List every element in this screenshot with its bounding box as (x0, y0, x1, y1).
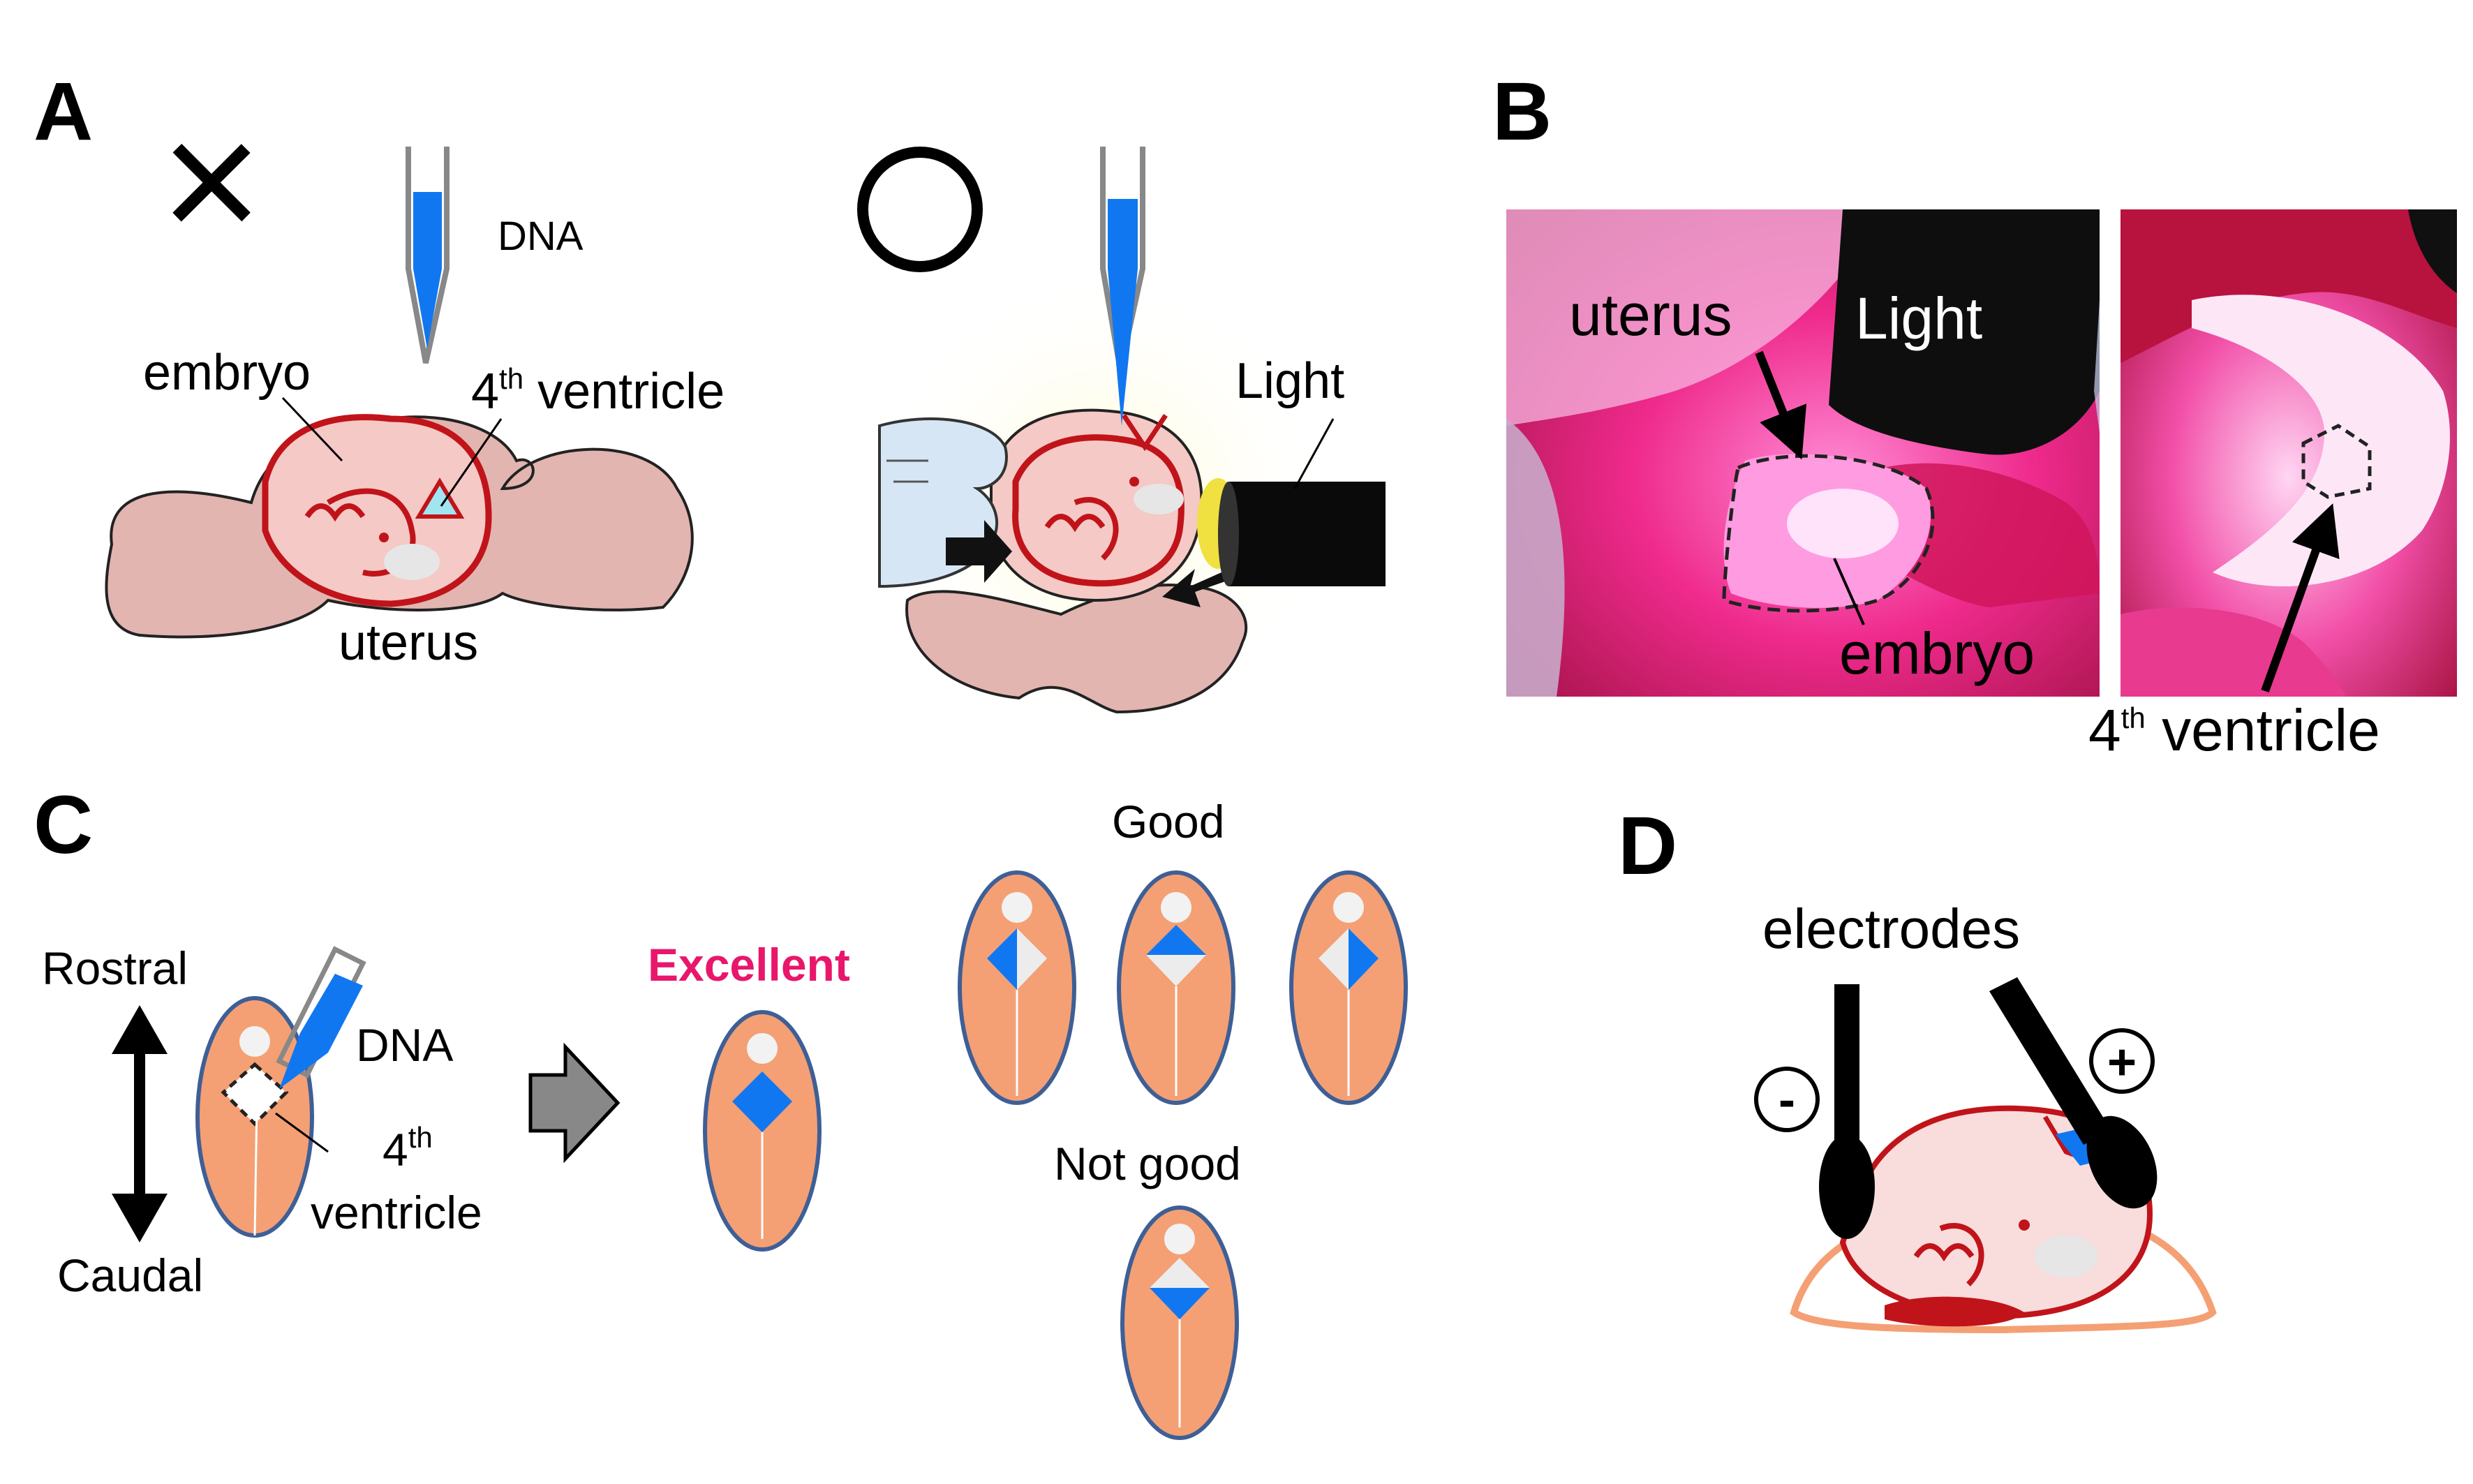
embryo-pointer-b (1833, 558, 1865, 625)
ventricle-label-a: 4th ventricle (471, 362, 725, 420)
ventricle-pointer-a (440, 418, 503, 507)
minus-sign-icon (1754, 1067, 1820, 1132)
caudal-label: Caudal (57, 1249, 203, 1301)
panel-b: B uterus Light embryo 4th ventri (1492, 66, 2457, 763)
embryo-pointer-a (281, 396, 343, 462)
ventricle-arrow-b (2261, 503, 2340, 693)
rostral-label: Rostral (42, 942, 188, 994)
ventricle-label-c-num: 4th (383, 1121, 433, 1175)
head-good-middle (1117, 870, 1235, 1105)
plus-sign-icon (2089, 1028, 2155, 1094)
ventricle-label-b: 4th ventricle (2088, 697, 2380, 763)
panel-a-label: A (34, 66, 93, 158)
excellent-label: Excellent (648, 939, 850, 990)
uterus-left-illustration (105, 414, 694, 639)
electrode-negative-icon (1819, 984, 1875, 1239)
plus-label: + (2107, 1034, 2137, 1090)
dna-label-c: DNA (356, 1019, 453, 1071)
dna-label-a: DNA (498, 214, 584, 259)
panel-d: D electrodes - + (1618, 800, 2217, 1334)
panel-b-label: B (1492, 66, 1552, 158)
progress-arrow-icon (528, 1042, 621, 1164)
squeeze-arrow-right-icon (1162, 569, 1227, 607)
light-pointer-a (1293, 418, 1335, 489)
uterus-right-illustration (872, 272, 1386, 733)
uterus-arrow-b (1755, 350, 1807, 460)
good-label: Good (1112, 796, 1224, 847)
head-good-right (1289, 870, 1408, 1105)
panel-d-label: D (1618, 800, 1677, 892)
rostral-caudal-arrow-icon (112, 1005, 168, 1242)
electrodes-label: electrodes (1762, 898, 2020, 960)
not-good-label: Not good (1054, 1138, 1241, 1189)
light-label-b: Light (1855, 285, 1982, 351)
head-injection-diagram (195, 946, 366, 1238)
ventricle-label-c-word: ventricle (311, 1187, 482, 1238)
panel-c-label: C (34, 779, 93, 871)
embryo-section-d (1790, 1105, 2217, 1334)
pipette-left-icon (406, 147, 450, 364)
correct-mark-icon (857, 147, 983, 272)
minus-label: - (1778, 1072, 1795, 1128)
wrong-mark-icon: × (161, 83, 262, 278)
panel-a: A × DNA embryo 4th ventricle uterus ○ (34, 66, 1386, 733)
light-label-a: Light (1235, 353, 1344, 409)
electrode-positive-icon (1989, 977, 2158, 1209)
squeeze-arrow-left-icon (946, 520, 1012, 583)
ventricle-pointer-c (275, 1112, 329, 1153)
head-excellent (703, 1010, 822, 1252)
panel-c: C Rostral Caudal DNA 4th ventricle Excel… (34, 779, 1408, 1440)
head-not-good (1120, 1205, 1239, 1440)
photo-uterus-embryo (1506, 209, 2100, 697)
pipette-right-icon (1100, 147, 1145, 426)
uterus-label-b: uterus (1569, 282, 1732, 348)
embryo-label-a: embryo (143, 345, 311, 401)
uterus-label-a: uterus (339, 615, 478, 671)
head-good-left (958, 870, 1076, 1105)
embryo-label-b: embryo (1839, 621, 2035, 686)
